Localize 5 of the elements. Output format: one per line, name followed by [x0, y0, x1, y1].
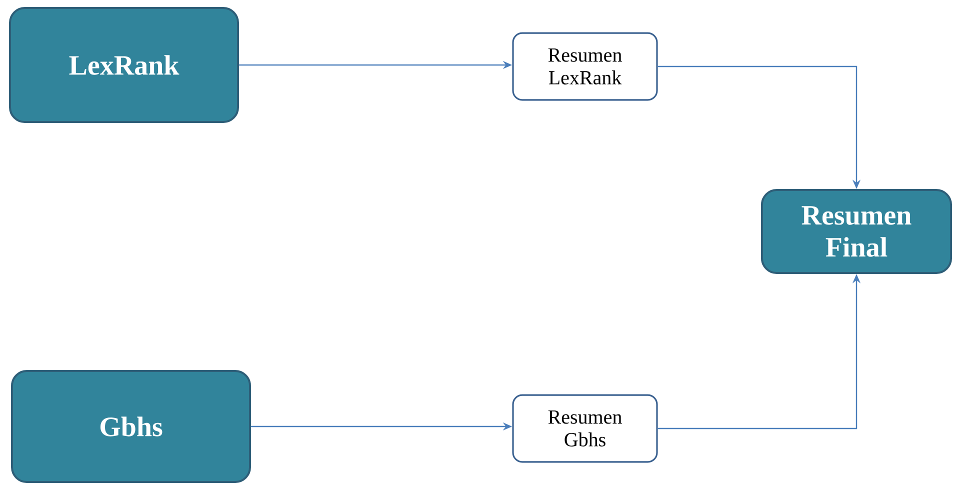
summary-box: Resumen Gbhs: [512, 394, 658, 463]
summary-box: Resumen LexRank: [512, 32, 658, 101]
process-box: LexRank: [9, 7, 239, 123]
process-box: Gbhs: [11, 370, 251, 483]
process-box: Resumen Final: [760, 189, 952, 274]
